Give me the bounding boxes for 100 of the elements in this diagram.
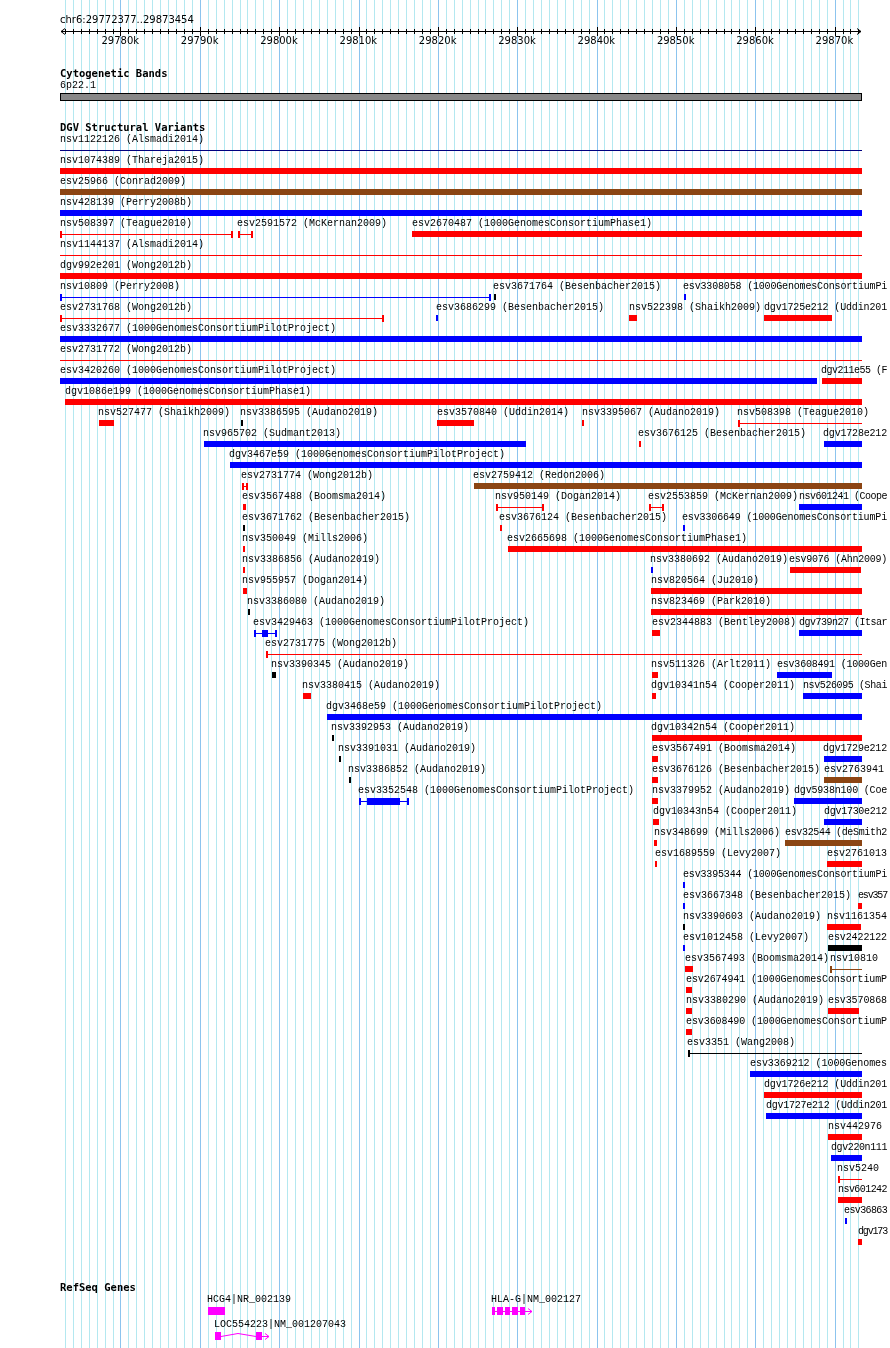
variant-label: esv3608490 (1000GenomesConsortiumP — [686, 1016, 888, 1028]
axis-tick-label: 29820k — [418, 35, 457, 47]
variant-label: nsv601241 (Coope — [799, 491, 887, 503]
variant-label: esv2731768 (Wong2012b) — [60, 302, 193, 314]
variant-label: dgv1730e212 — [824, 806, 887, 818]
variant-label: nsv526095 (Shai — [803, 680, 887, 692]
variant-label: esv3306649 (1000GenomesConsortiumPi — [682, 512, 888, 524]
variant-label: esv3395344 (1000GenomesConsortiumPi — [683, 869, 888, 881]
variant-label: dgv1725e212 (Uddin201 — [764, 302, 888, 314]
variant-label: nsv1161354 — [827, 911, 887, 923]
gene-label: HCG4|NR_002139 — [207, 1294, 291, 1306]
variant-label: nsv3390345 (Audano2019) — [271, 659, 410, 671]
variant-label: esv2344883 (Bentley2008) — [652, 617, 797, 629]
axis-tick-label: 29830k — [498, 35, 536, 47]
position-label: chr6:29772377..29873454 — [60, 14, 194, 26]
variant-label: esv3676125 (Besenbacher2015) — [638, 428, 807, 440]
variant-label: esv2670487 (1000GenomesConsortiumPhase1) — [412, 218, 653, 230]
variant-label: nsv3391031 (Audano2019) — [338, 743, 477, 755]
variant-label: nsv3379952 (Audano2019) — [652, 785, 791, 797]
variant-label: nsv823469 (Park2010) — [651, 596, 772, 608]
variant-label: nsv3395067 (Audano2019) — [582, 407, 721, 419]
variant-label: nsv3390603 (Audano2019) — [683, 911, 822, 923]
variant-label: nsv955957 (Dogan2014) — [242, 575, 369, 587]
track-title: RefSeq Genes — [60, 1281, 136, 1293]
variant-label: dgv10341n54 (Cooper2011) — [651, 680, 796, 692]
variant-label: nsv428139 (Perry2008b) — [60, 197, 193, 209]
variant-label: nsv5240 — [837, 1163, 879, 1175]
axis-tick-label: 29790k — [180, 35, 219, 47]
variant-label: esv3369212 (1000Genomes — [750, 1058, 888, 1070]
variant-label: nsv1144137 (Alsmadi2014) — [60, 239, 205, 251]
variant-label: nsv3386856 (Audano2019) — [242, 554, 381, 566]
variant-label: esv357 — [858, 890, 887, 902]
variant-label: esv2422122 — [828, 932, 887, 944]
variant-label: esv3332677 (1000GenomesConsortiumPilotProject) — [60, 323, 337, 335]
variant-label: esv3667348 (Besenbacher2015) — [683, 890, 852, 902]
variant-label: nsv511326 (Arlt2011) — [651, 659, 772, 671]
axis-tick-label: 29780k — [101, 35, 140, 47]
variant-label: dgv739n27 (Itsar — [799, 617, 887, 629]
variant-label: esv3570840 (Uddin2014) — [437, 407, 570, 419]
variant-label: esv32544 (deSmith2 — [785, 827, 888, 839]
variant-label: nsv522398 (Shaikh2009) — [629, 302, 762, 314]
variant-label: esv2759412 (Redon2006) — [473, 470, 606, 482]
variant-label: esv3351 (Wang2008) — [687, 1037, 796, 1049]
variant-label: dgv211e55 (F — [821, 365, 887, 377]
variant-label: dgv10342n54 (Cooper2011) — [651, 722, 796, 734]
variant-label: esv3676124 (Besenbacher2015) — [499, 512, 668, 524]
gene-label: HLA-G|NM_002127 — [491, 1294, 581, 1306]
variant-label: dgv173 — [858, 1226, 887, 1238]
gene-label: LOC554223|NM_001207043 — [214, 1319, 347, 1331]
variant-label: esv25966 (Conrad2009) — [60, 176, 187, 188]
variant-label: esv2665698 (1000GenomesConsortiumPhase1) — [507, 533, 748, 545]
variant-label: esv2731775 (Wong2012b) — [265, 638, 398, 650]
variant-label: nsv10809 (Perry2008) — [60, 281, 181, 293]
variant-label: nsv820564 (Ju2010) — [651, 575, 760, 587]
axis-tick-label: 29800k — [260, 35, 298, 47]
variant-label: esv2731774 (Wong2012b) — [241, 470, 374, 482]
variant-label: nsv348699 (Mills2006) — [654, 827, 781, 839]
variant-label: nsv965702 (Sudmant2013) — [203, 428, 342, 440]
variant-label: esv3671762 (Besenbacher2015) — [242, 512, 411, 524]
variant-label: dgv10343n54 (Cooper2011) — [653, 806, 798, 818]
variant-label: esv3671764 (Besenbacher2015) — [493, 281, 662, 293]
variant-label: dgv992e201 (Wong2012b) — [60, 260, 193, 272]
variant-label: dgv1727e212 (Uddin201 — [766, 1100, 888, 1112]
variant-label: esv2763941 — [824, 764, 884, 776]
variant-label: nsv3392953 (Audano2019) — [331, 722, 470, 734]
variant-label: esv1689559 (Levy2007) — [655, 848, 782, 860]
track-title: DGV Structural Variants — [60, 121, 206, 133]
track-title: Cytogenetic Bands — [60, 67, 168, 79]
variant-label: nsv3380290 (Audano2019) — [686, 995, 825, 1007]
variant-label: nsv1074389 (Thareja2015) — [60, 155, 205, 167]
variant-label: esv2553859 (McKernan2009) — [648, 491, 799, 503]
variant-label: dgv1729e212 — [823, 743, 887, 755]
variant-label: esv2674941 (1000GenomesConsortiumP — [686, 974, 888, 986]
variant-label: dgv220n111 — [831, 1142, 887, 1154]
variant-label: nsv3386852 (Audano2019) — [348, 764, 487, 776]
variant-label: nsv3380415 (Audano2019) — [302, 680, 441, 692]
variant-label: dgv1086e199 (1000GenomesConsortiumPhase1) — [65, 386, 312, 398]
variant-label: esv3429463 (1000GenomesConsortiumPilotProject) — [253, 617, 530, 629]
axis-tick-label: 29810k — [339, 35, 378, 47]
axis-tick-label: 29850k — [656, 35, 695, 47]
variant-label: esv2731772 (Wong2012b) — [60, 344, 193, 356]
variant-label: esv9076 (Ahn2009) — [789, 554, 888, 566]
variant-label: esv3608491 (1000Gen — [777, 659, 888, 671]
variant-label: nsv10810 — [830, 953, 878, 965]
variant-label: nsv527477 (Shaikh2009) — [98, 407, 231, 419]
variant-label: nsv508397 (Teague2010) — [60, 218, 193, 230]
variant-label: esv3567488 (Boomsma2014) — [242, 491, 387, 503]
variant-label: esv3308058 (1000GenomesConsortiumPi — [683, 281, 888, 293]
band-label: 6p22.1 — [60, 80, 96, 92]
variant-label: nsv442976 — [828, 1121, 882, 1133]
variant-label: esv3570868 — [828, 995, 887, 1007]
variant-label: esv1012458 (Levy2007) — [683, 932, 810, 944]
variant-label: esv2761013 — [827, 848, 887, 860]
variant-label: dgv5938n100 (Coe — [794, 785, 887, 797]
axis-tick-label: 29870k — [815, 35, 854, 47]
axis-tick-label: 29840k — [577, 35, 616, 47]
variant-label: dgv3468e59 (1000GenomesConsortiumPilotProject) — [326, 701, 603, 713]
variant-label: dgv1728e212 — [823, 428, 887, 440]
variant-label: nsv350049 (Mills2006) — [242, 533, 369, 545]
variant-label: esv3567493 (Boomsma2014) — [685, 953, 830, 965]
